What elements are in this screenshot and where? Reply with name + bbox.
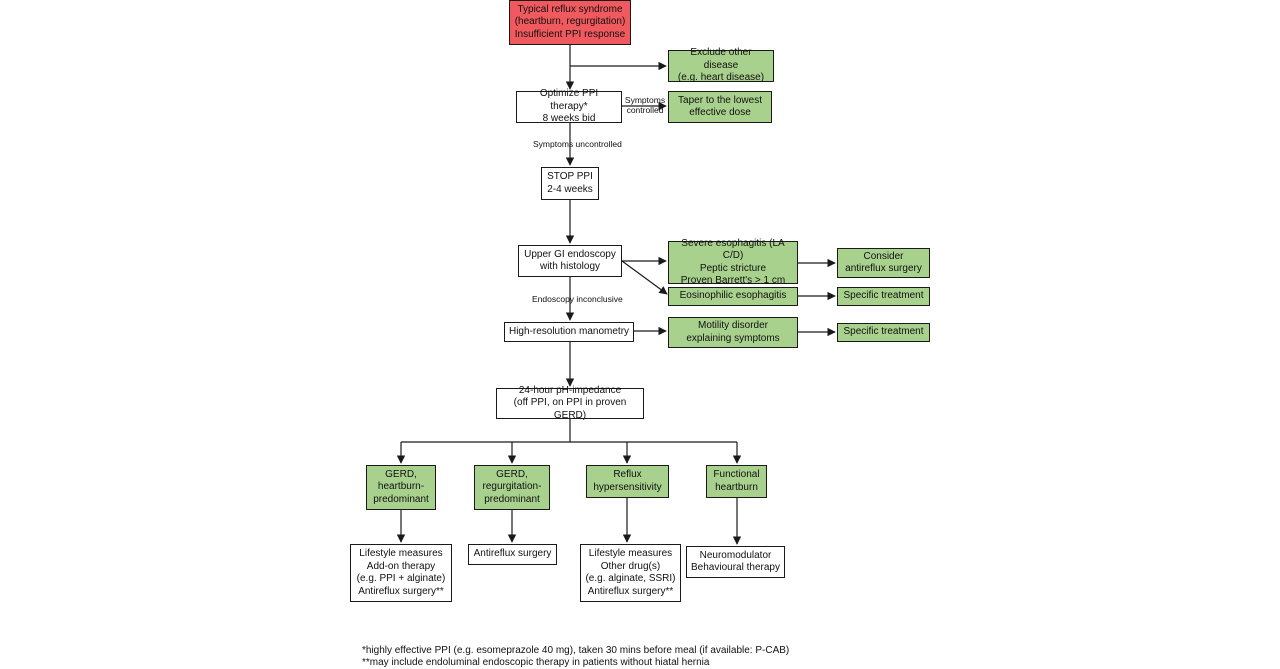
manometry-node: High-resolution manometry: [504, 322, 634, 342]
motility-disorder-node: Motility disorder explaining symptoms: [668, 317, 798, 348]
specific-treatment-node-2: Specific treatment: [837, 323, 930, 342]
endoscopy-node: Upper GI endoscopy with histology: [518, 245, 622, 277]
footnote-1: *highly effective PPI (e.g. esomeprazole…: [362, 645, 790, 656]
optimize-ppi-node: Optimize PPI therapy* 8 weeks bid: [516, 88, 622, 124]
tx-gerd-heartburn-node: Lifestyle measures Add-on therapy (e.g. …: [350, 544, 452, 602]
functional-heartburn-node: Functional heartburn: [706, 465, 767, 498]
stop-ppi-node: STOP PPI 2-4 weeks: [541, 167, 599, 200]
taper-dose-node: Taper to the lowest effective dose: [668, 91, 772, 123]
start-node: Typical reflux syndrome (heartburn, regu…: [509, 0, 631, 45]
gerd-heartburn-node: GERD, heartburn- predominant: [366, 465, 436, 510]
edge-label-symptoms-controlled: Symptoms controlled: [624, 95, 666, 115]
eosinophilic-esophagitis-node: Eosinophilic esophagitis: [668, 287, 798, 306]
footnote-2: **may include endoluminal endoscopic the…: [362, 657, 710, 668]
severe-esophagitis-node: Severe esophagitis (LA C/D) Peptic stric…: [668, 238, 798, 286]
ph-impedance-node: 24-hour pH-impedance (off PPI, on PPI in…: [496, 385, 644, 421]
exclude-other-disease-node: Exclude other disease (e.g. heart diseas…: [668, 47, 774, 83]
specific-treatment-node-1: Specific treatment: [837, 287, 930, 306]
gerd-regurgitation-node: GERD, regurgitation- predominant: [474, 465, 550, 510]
tx-hypersensitivity-node: Lifestyle measures Other drug(s) (e.g. a…: [580, 544, 681, 602]
edge-endoscopy-eosinophilic: [621, 260, 668, 295]
consider-antireflux-surgery-node: Consider antireflux surgery: [837, 248, 930, 278]
tx-gerd-regurgitation-node: Antireflux surgery: [468, 544, 557, 565]
reflux-hypersensitivity-node: Reflux hypersensitivity: [586, 465, 669, 498]
tx-functional-node: Neuromodulator Behavioural therapy: [686, 546, 785, 578]
edge-label-symptoms-uncontrolled: Symptoms uncontrolled: [533, 139, 622, 149]
edge-label-endoscopy-inconclusive: Endoscopy inconclusive: [532, 294, 623, 304]
